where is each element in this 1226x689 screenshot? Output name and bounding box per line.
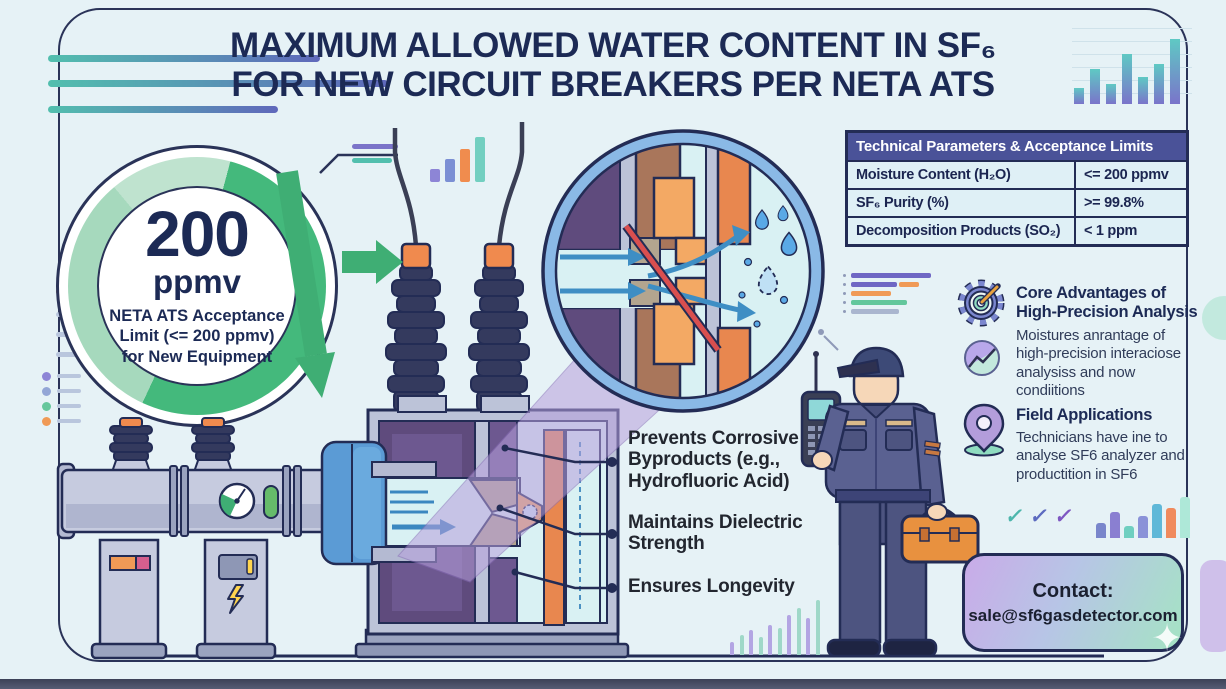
param-cell: SF₆ Purity (%) <box>848 190 1074 216</box>
chart-bar <box>806 618 810 655</box>
chart-bar <box>1074 88 1084 104</box>
parameters-table: Technical Parameters & Acceptance Limits… <box>845 130 1189 247</box>
deco-line <box>48 106 278 113</box>
bullet-dot <box>42 417 51 426</box>
contact-box: Contact: sale@sf6gasdetector.com ✦ <box>962 553 1184 660</box>
trend-circle-icon <box>964 340 1000 376</box>
chart-bar <box>739 635 744 655</box>
deco-bar-chart-top-right <box>1072 28 1192 104</box>
chart-bar <box>1106 84 1116 104</box>
deco-line <box>57 389 81 393</box>
contact-label: Contact: <box>1032 579 1114 602</box>
deco-bar-chart-bottom <box>730 598 820 655</box>
benefit-label-dielectric: Maintains Dielectric Strength <box>628 512 803 555</box>
deco-line <box>48 55 320 62</box>
param-cell: Moisture Content (H₂O) <box>848 162 1074 188</box>
field-body: Technicians have ine to analyse SF6 anal… <box>1016 429 1185 483</box>
checkmark-icon: ✓ <box>1003 505 1027 528</box>
chart-bar <box>445 159 455 182</box>
chart-bar <box>730 642 734 655</box>
chart-bar <box>430 169 440 182</box>
chart-bar <box>1138 516 1148 538</box>
limit-badge: 200 ppmv NETA ATS Acceptance Limit (<= 2… <box>56 145 338 427</box>
benefit-label-longevity: Ensures Longevity <box>628 576 795 597</box>
chart-bar <box>815 600 820 655</box>
chart-bar <box>460 149 470 182</box>
chart-bar <box>1124 526 1134 538</box>
chart-bar <box>1166 508 1176 538</box>
advantages-body: Moistures anrantage of high-precision in… <box>1016 327 1181 399</box>
gear-target-icon <box>957 279 1005 327</box>
edge-circle-deco <box>1202 296 1226 340</box>
chart-bar <box>768 625 772 655</box>
page-title: MAXIMUM ALLOWED WATER CONTENT IN SF₆ FOR… <box>230 26 996 104</box>
deco-line-purple <box>352 144 398 149</box>
deco-line <box>48 80 388 87</box>
value-cell: < 1 ppm <box>1076 218 1186 244</box>
chart-bar <box>1138 77 1148 104</box>
deco-bar-chart-center <box>430 136 485 182</box>
chart-bar <box>1090 69 1100 104</box>
checkmark-icon: ✓ <box>1028 505 1051 528</box>
bottom-strip <box>0 679 1226 689</box>
chart-bar <box>1154 64 1164 104</box>
param-cell: Decomposition Products (SO₂) <box>848 218 1074 244</box>
benefit-label-corrosive: Prevents Corrosive Byproducts (e.g., Hyd… <box>628 428 799 492</box>
deco-list <box>843 273 931 314</box>
sparkle-icon: ✦ <box>1151 618 1183 660</box>
bullet-dot <box>42 402 51 411</box>
chart-bar <box>475 137 485 182</box>
deco-bar-chart-bottom-right <box>1096 496 1190 538</box>
chart-bar <box>1170 39 1180 104</box>
advantages-heading: Core Advantages of High-Precision Analys… <box>1016 284 1198 322</box>
table-header: Technical Parameters & Acceptance Limits <box>848 133 1186 160</box>
badge-value: 200 <box>145 198 250 271</box>
chart-bar <box>787 615 791 655</box>
chart-bar <box>1180 497 1190 538</box>
badge-unit: ppmv <box>152 263 241 301</box>
badge-inner: 200 ppmv NETA ATS Acceptance Limit (<= 2… <box>97 186 297 386</box>
field-heading: Field Applications <box>1016 406 1153 424</box>
table-row: SF₆ Purity (%) >= 99.8% <box>848 190 1186 216</box>
chart-bar <box>1096 523 1106 538</box>
location-pin-icon <box>963 403 1005 457</box>
contact-email: sale@sf6gasdetector.com <box>968 605 1178 625</box>
value-cell: <= 200 ppmv <box>1076 162 1186 188</box>
chart-bar <box>749 630 753 655</box>
value-cell: >= 99.8% <box>1076 190 1186 216</box>
table-row: Decomposition Products (SO₂) < 1 ppm <box>848 218 1186 244</box>
bullet-dot <box>42 372 51 381</box>
bullet-dot <box>42 387 51 396</box>
table-row: Moisture Content (H₂O) <= 200 ppmv <box>848 162 1186 188</box>
deco-line <box>57 404 81 408</box>
edge-rect-deco <box>1200 560 1226 652</box>
chart-bar <box>758 637 763 655</box>
chart-bar <box>796 608 801 655</box>
deco-line-teal <box>352 158 392 163</box>
chart-bar <box>1152 504 1162 538</box>
chart-bar <box>1122 54 1132 104</box>
chart-bar <box>1110 512 1120 538</box>
chart-bar <box>777 628 782 655</box>
badge-caption: NETA ATS Acceptance Limit (<= 200 ppmv) … <box>109 306 285 367</box>
deco-line <box>57 374 81 378</box>
deco-line <box>57 419 81 423</box>
checkmarks-row: ✓✓✓ <box>1003 504 1076 529</box>
